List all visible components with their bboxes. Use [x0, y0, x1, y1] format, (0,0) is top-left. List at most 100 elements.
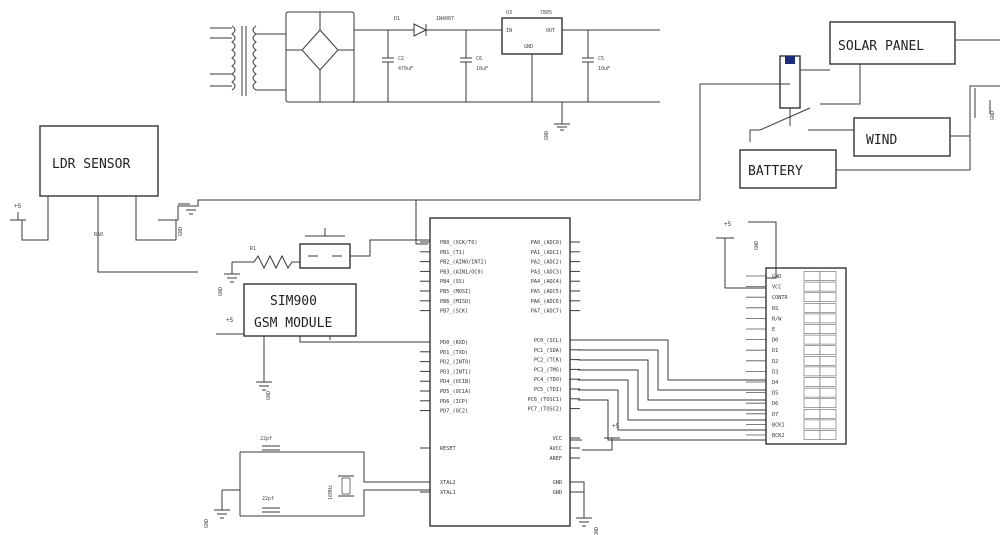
mcu-vcc: +5: [570, 423, 620, 451]
mcu-pin-label: PB7_(SCK): [440, 309, 468, 315]
mcu-pin-label: PA5_(ADC5): [531, 289, 562, 295]
mcu-pin-label: PD0_(RXD): [440, 340, 468, 346]
u3-regulator: U3 7805 IN OUT GND: [501, 10, 660, 102]
mcu-pin-label: PA6_(ADC6): [531, 299, 562, 305]
wind-block: [853, 117, 951, 157]
xtal-gnd-label: GND: [204, 519, 210, 528]
lcd-cell: [819, 271, 837, 281]
ldr-ground: GND: [178, 203, 196, 236]
lcd-pin-label: D6: [772, 401, 778, 407]
lcd-cell: [819, 345, 837, 356]
battery-block: [739, 149, 837, 189]
mcu-vcc-label: +5: [612, 423, 620, 430]
mcu-pin-label: PD4_(OC1B): [440, 379, 471, 385]
c5-label: C5: [598, 56, 604, 62]
wind-label: WIND: [866, 133, 897, 148]
lcd-cell: [803, 313, 821, 324]
lcd-cell: [819, 292, 837, 303]
lcd-gnd-label: GND: [754, 241, 760, 250]
r1-resistor: R1 GND: [218, 246, 304, 296]
u3-part-label: 7805: [540, 10, 552, 16]
c2-value: 470uF: [398, 66, 413, 72]
ldr-vcc-label: +5: [14, 203, 22, 210]
lcd-pin-list: GNDVCCCONTRRSR/WED0D1D2D3D4D5D6D7BCK1BCK…: [746, 271, 837, 440]
mcu-right-top-pins: PA0_(ADC0)PA1_(ADC1)PA2_(ADC2)PA3_(ADC3)…: [531, 240, 580, 315]
lcd-pin-label: BCK2: [772, 433, 785, 439]
mcu-pin-label: AVCC: [550, 446, 563, 452]
mcu-pin-label: PB5_(MOSI): [440, 289, 471, 295]
portc-to-lcd-bus: [578, 339, 768, 441]
lcd-cell: [803, 281, 821, 292]
ldr-out-label: RA0: [94, 232, 103, 238]
lcd-pin-label: D2: [772, 359, 778, 365]
lcd-cell: [803, 292, 821, 303]
lcd-cell: [803, 345, 821, 356]
u3-gnd-pin: GND: [524, 44, 533, 50]
lcd-cell: [819, 324, 837, 334]
lcd-pin-label: D0: [772, 338, 778, 344]
mcu-pin-label: PB0_(XCK/T0): [440, 240, 477, 246]
lcd-pin-label: R/W: [772, 316, 782, 322]
gsm-module-line2: GSM MODULE: [254, 316, 332, 331]
mcu-pin-label: PA2_(ADC2): [531, 260, 562, 266]
ldr-sensor-label: LDR SENSOR: [52, 157, 130, 172]
reset-push-button: [299, 228, 430, 269]
ldr-gnd-label: GND: [178, 227, 184, 236]
lcd-pin-label: D4: [772, 380, 778, 386]
mcu-pin-label: PD5_(OC1A): [440, 389, 471, 395]
lcd-cell: [819, 408, 837, 419]
ldr-sensor-block: [39, 125, 159, 197]
d1-part-label: 1N4007: [436, 16, 454, 22]
lcd-cell: [803, 271, 821, 281]
lcd-cell: [819, 377, 837, 387]
c6-label: C6: [476, 56, 482, 62]
right-gnd-label: GND: [990, 111, 996, 120]
mcu-pin-label: PC4_(TDO): [534, 377, 562, 383]
c5-value: 10uF: [598, 66, 610, 72]
mcu-pin-label: PC7_(TOSC2): [528, 407, 562, 413]
lcd-cell: [819, 281, 837, 292]
mcu-pin-label: PA0_(ADC0): [531, 240, 562, 246]
mcu-pin-label: PB2_(AIN0/INT2): [440, 260, 487, 266]
lcd-cell: [819, 387, 837, 398]
mcu-pin-label: GND: [553, 480, 562, 486]
lcd-cell: [803, 398, 821, 409]
solar-panel-block: [829, 21, 956, 65]
lcd-cell: [819, 419, 837, 430]
battery-label: BATTERY: [748, 164, 803, 179]
lcd-cell: [819, 430, 837, 440]
gsm-module-line1: SIM900: [270, 294, 317, 309]
mcu-pin-label: XTAL2: [440, 480, 456, 486]
mcu-pin-label: PA7_(ADC7): [531, 309, 562, 315]
crystal-label: 16MHz: [328, 485, 334, 500]
xtal-cap1-label: 22pf: [260, 436, 272, 442]
xtal-cap2-label: 22pf: [262, 496, 274, 502]
mcu-pin-label: RESET: [440, 446, 456, 452]
lcd-cell: [803, 430, 821, 440]
mcu-pin-label: AREF: [550, 456, 563, 462]
lcd-cell: [819, 398, 837, 409]
d1-diode: D1 1N4007: [354, 16, 502, 37]
mcu-pin-label: PB4_(SS): [440, 279, 465, 285]
mcu-pin-label: PC2_(TCK): [534, 358, 562, 364]
bridge-rectifier: [285, 11, 355, 103]
ps-ground: GND: [544, 102, 570, 140]
mcu-pin-label: PD1_(TXD): [440, 350, 468, 356]
mcu-pin-label: PD3_(INT1): [440, 369, 471, 375]
source-switch: [749, 107, 822, 142]
lcd-cell: [819, 302, 837, 313]
mcu-pin-label: XTAL1: [440, 490, 456, 496]
lcd-cell: [819, 366, 837, 377]
lcd-pin-label: D3: [772, 369, 778, 375]
mcu-pin-label: PD6_(ICP): [440, 399, 468, 405]
lcd-cell: [803, 377, 821, 387]
mcu-left-top-pins: PB0_(XCK/T0)PB1_(T1)PB2_(AIN0/INT2)PB3_(…: [420, 240, 487, 315]
ldr-vcc: +5: [10, 196, 49, 241]
mcu-pin-label: PB1_(T1): [440, 250, 465, 256]
lcd-pin-label: RS: [772, 306, 778, 312]
mcu-pin-label: PC0_(SCL): [534, 338, 562, 344]
gsm-module-block: [243, 283, 357, 337]
u3-in-pin: IN: [506, 28, 512, 34]
